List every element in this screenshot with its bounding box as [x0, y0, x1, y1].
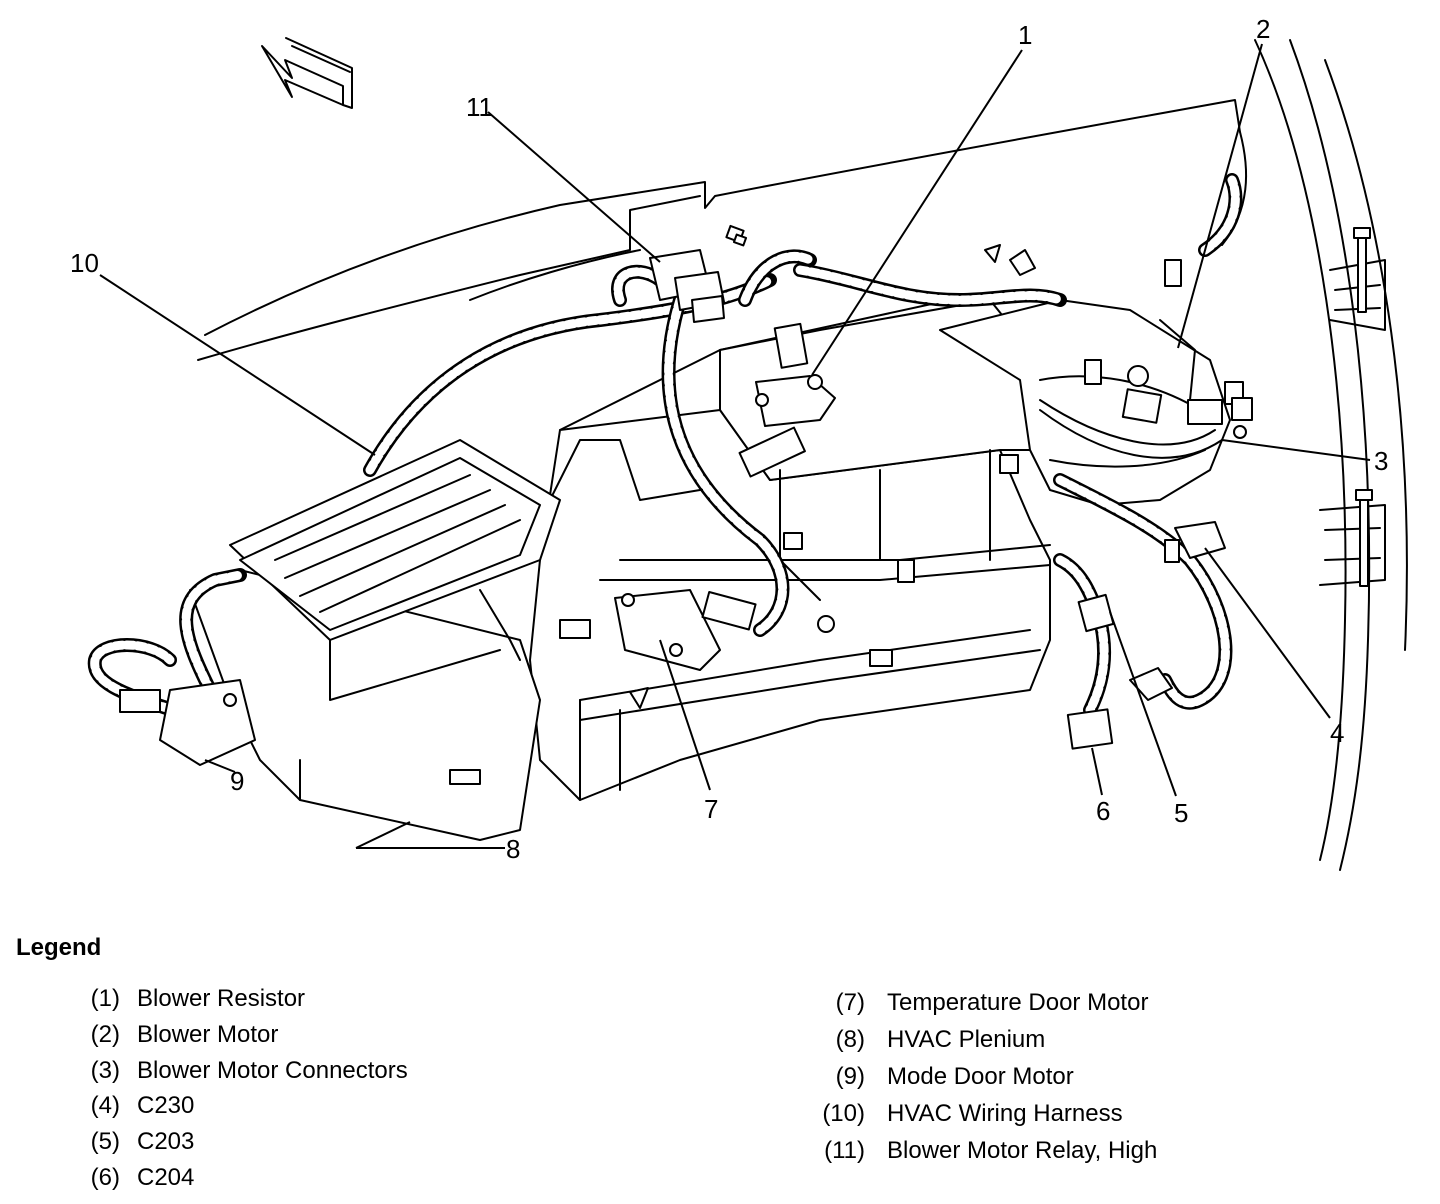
- c203-connector: [1129, 667, 1173, 701]
- forward-arrow-icon: [261, 37, 353, 109]
- legend-num: (11): [824, 1137, 865, 1164]
- plenum-box: [189, 439, 591, 841]
- legend-label: Blower Motor Connectors: [137, 1057, 408, 1084]
- legend-label: C204: [137, 1164, 195, 1191]
- callout-8: 8: [506, 834, 520, 864]
- legend-num: (4): [90, 1092, 120, 1119]
- legend-num: (6): [90, 1164, 120, 1191]
- legend-label: Blower Resistor: [137, 985, 306, 1012]
- callout-4: 4: [1330, 718, 1344, 748]
- c204-connector: [1066, 593, 1115, 750]
- dashboard-outline: [197, 99, 1247, 361]
- legend-num: (5): [90, 1128, 120, 1155]
- legend-title: Legend: [16, 934, 102, 961]
- legend-label: Temperature Door Motor: [887, 989, 1149, 1016]
- legend-num: (3): [90, 1057, 120, 1084]
- callout-10: 10: [70, 248, 99, 278]
- callout-1: 1: [1018, 20, 1032, 50]
- callout-7: 7: [704, 794, 718, 824]
- blower-housing: [939, 244, 1253, 506]
- legend-num: (9): [835, 1063, 865, 1090]
- legend-num: (7): [835, 989, 865, 1016]
- legend-label: C203: [137, 1128, 195, 1155]
- legend-label: Blower Motor Relay, High: [887, 1137, 1158, 1164]
- legend-num: (2): [90, 1021, 120, 1048]
- callout-numbers: 1 2 3 4 5 6 7 8 9 10 11: [70, 14, 1388, 864]
- leader-lines: [99, 43, 1371, 849]
- legend-label: Blower Motor: [137, 1021, 279, 1048]
- relay-block: [649, 249, 725, 323]
- blower-connectors: [1121, 365, 1223, 425]
- door-pillar: [1254, 39, 1408, 871]
- c230-connector: [1164, 521, 1226, 563]
- hvac-diagram: 1 2 3 4 5 6 7 8 9 10 11: [70, 14, 1408, 871]
- legend-label: HVAC Plenium: [887, 1026, 1046, 1053]
- callout-11: 11: [466, 92, 493, 122]
- legend-num: (1): [90, 985, 120, 1012]
- callout-6: 6: [1096, 796, 1110, 826]
- legend-label: Mode Door Motor: [887, 1063, 1074, 1090]
- legend-num: (8): [835, 1026, 865, 1053]
- legend-num: (10): [822, 1100, 865, 1127]
- legend-label: HVAC Wiring Harness: [887, 1100, 1123, 1127]
- callout-2: 2: [1256, 14, 1270, 44]
- callout-3: 3: [1374, 446, 1388, 476]
- resistor-connector: [738, 322, 836, 478]
- temp-door-motor: [614, 589, 757, 671]
- callout-9: 9: [230, 766, 244, 796]
- legend-label: C230: [137, 1092, 195, 1119]
- mode-door-motor: [119, 679, 256, 766]
- callout-5: 5: [1174, 798, 1188, 828]
